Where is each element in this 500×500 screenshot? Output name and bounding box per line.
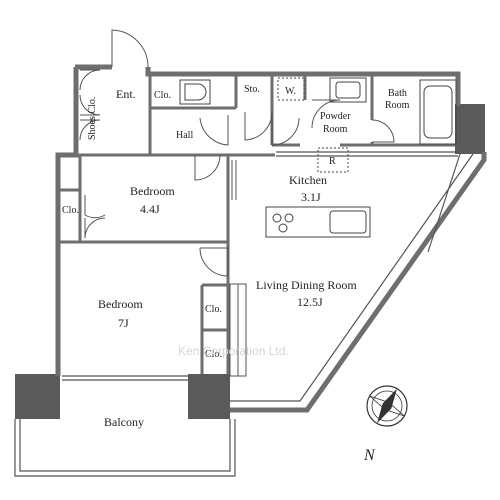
outer-walls [55,64,487,413]
watermark-text: Ken Corporation Ltd. [178,344,289,358]
refrigerator-spot [317,147,349,173]
bathtub [419,79,457,145]
label-balcony: Balcony [104,415,144,429]
label-bedroom-north-size: 4.4J [140,202,160,216]
window-facade [62,151,474,402]
label-refrigerator: R [329,156,336,167]
powder-sink [329,77,367,103]
label-bedroom-south: Bedroom [98,297,143,311]
kitchen-counter [265,206,371,238]
label-hall: Hall [176,130,193,141]
label-bedroom-north: Bedroom [130,184,175,198]
label-bath-room-line2: Room [385,100,410,111]
label-powder-room-line2: Room [323,124,348,135]
compass-north-label: N [363,447,376,464]
label-bedroom-south-size: 7J [118,316,129,330]
label-bedroom-north-closet: Clo. [62,205,79,216]
label-living-dining-size: 12.5J [297,295,323,309]
label-powder-room-line1: Powder [320,111,351,122]
sliding-partition [229,283,247,377]
label-bedroom-south-closet-upper: Clo. [205,304,222,315]
label-entrance: Ent. [116,87,136,101]
label-living-dining: Living Dining Room [256,278,357,292]
label-kitchen: Kitchen [289,173,327,187]
label-storage: Sto. [244,84,260,95]
structural-column-south [188,374,230,419]
label-bedroom-south-closet-lower: Clo. [205,349,222,360]
structural-column-southwest [15,374,60,419]
label-shoes-closet: Shoes Clo. [87,97,98,140]
washer-spot [277,77,305,101]
label-entrance-closet: Clo. [154,90,171,101]
toilet-fixture [179,79,211,105]
label-kitchen-size: 3.1J [301,190,321,204]
label-washer: W. [285,86,296,97]
compass-icon [366,385,408,427]
doors [79,29,395,277]
structural-column-northeast [455,104,485,154]
balcony-outline [14,419,236,477]
label-bath-room-line1: Bath [388,88,407,99]
